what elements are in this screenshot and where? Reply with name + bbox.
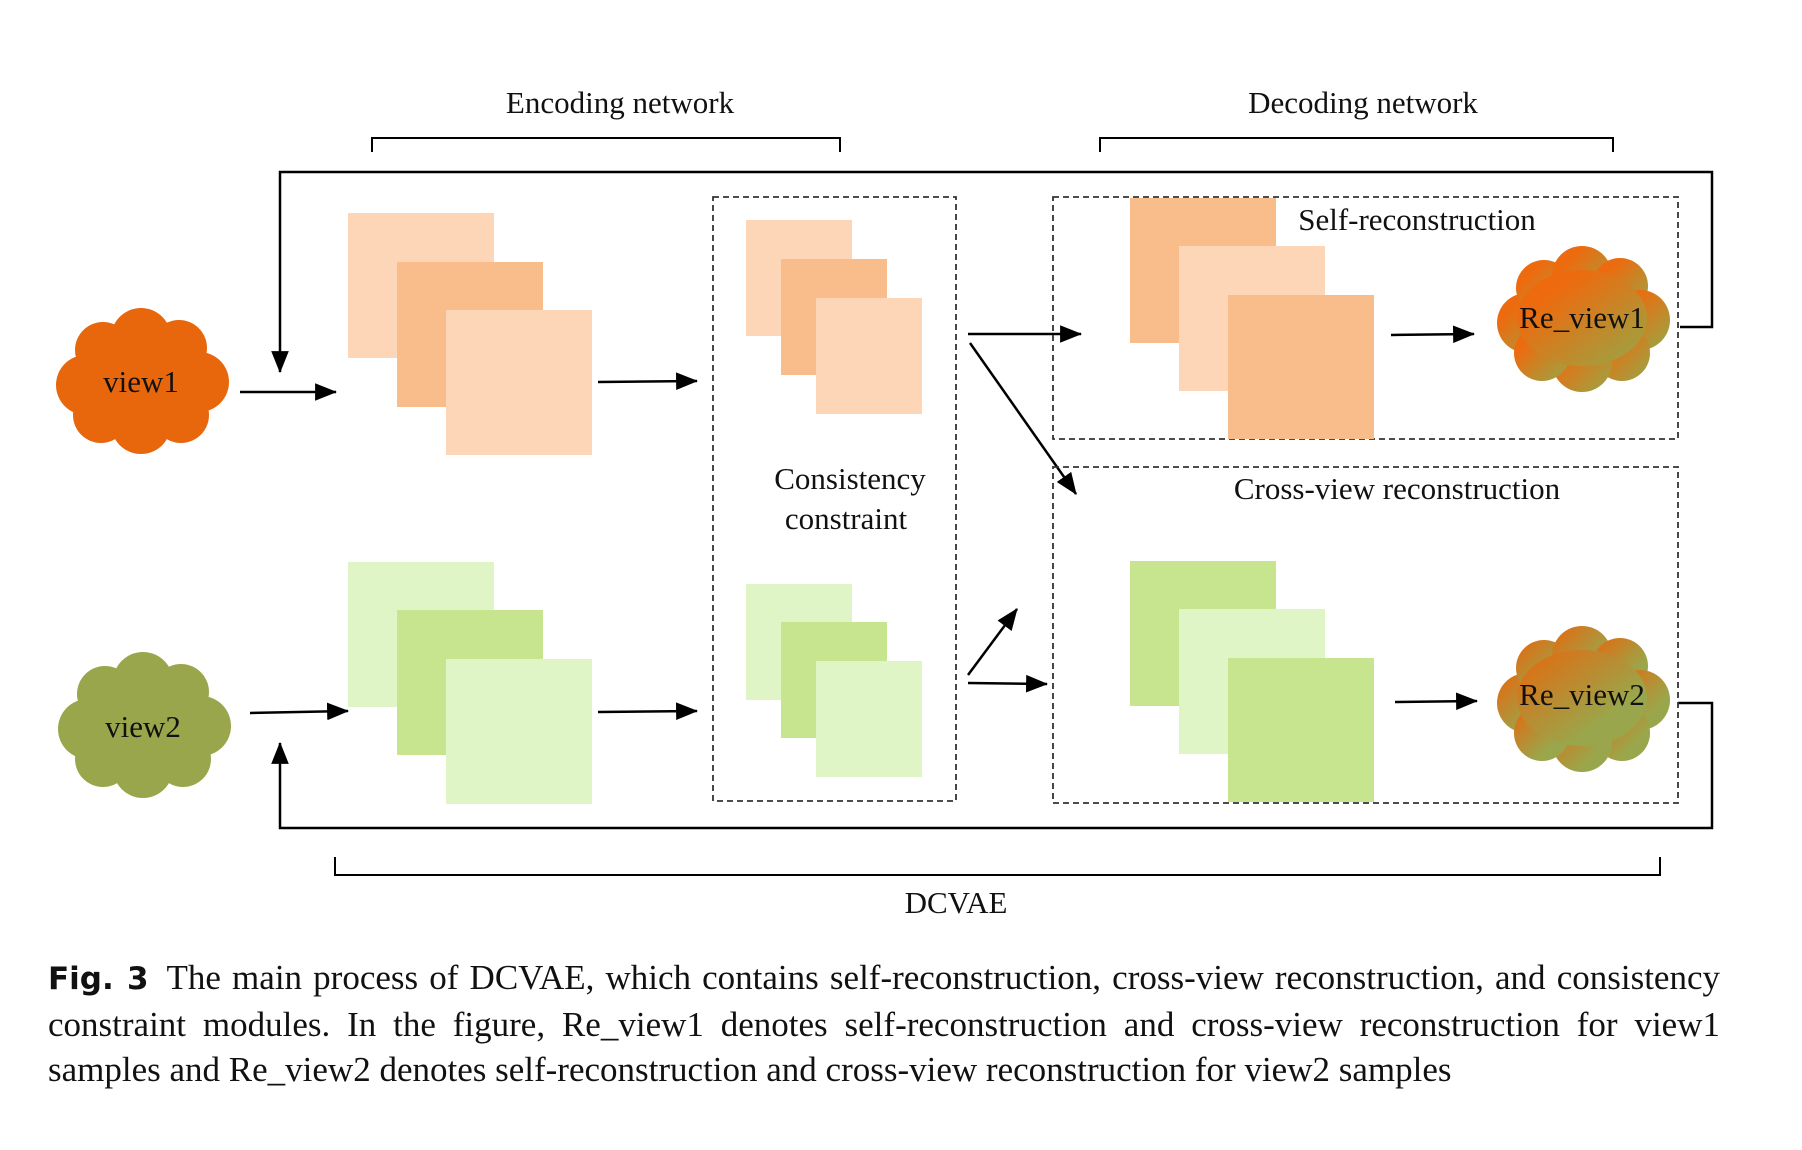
consistency-label-line1: Consistency [774, 461, 926, 496]
view1-label: view1 [103, 364, 179, 399]
cross-view-reconstruction-box [1052, 466, 1679, 804]
re-view1-label: Re_view1 [1519, 300, 1645, 335]
feedback-loop-bottom [271, 701, 1714, 830]
consistency-label-line2: constraint [785, 501, 908, 536]
latent-view1-stack [746, 220, 922, 414]
encoding-network-label: Encoding network [506, 85, 735, 120]
decoder-view1-feature-stack [1130, 198, 1374, 439]
arrow-decoder2-to-re-view2 [1394, 692, 1479, 711]
encoder-view1-feature-stack [348, 213, 592, 455]
decoding-network-label: Decoding network [1248, 85, 1478, 120]
self-reconstruction-box [1052, 196, 1679, 440]
re-view2-label: Re_view2 [1519, 677, 1645, 712]
consistency-constraint-box [712, 196, 957, 802]
decoder-view2-feature-stack [1130, 561, 1374, 802]
arrow-encoder1-to-latent [597, 372, 699, 391]
arrow-latent2-up [966, 608, 1019, 676]
feedback-loop-top [271, 170, 1714, 374]
latent-view2-stack [746, 584, 922, 777]
decoding-network-bracket [1099, 137, 1614, 152]
encoding-network-bracket [371, 137, 841, 152]
view2-label: view2 [105, 709, 181, 744]
encoder-view2-feature-stack [348, 562, 592, 804]
arrow-latent1-to-cross-recon [968, 342, 1078, 495]
arrow-decoder1-to-re-view1 [1390, 325, 1476, 344]
dcvae-label: DCVAE [905, 885, 1008, 920]
arrow-encoder2-to-latent [597, 702, 699, 721]
figure-caption-text: The main process of DCVAE, which contain… [48, 958, 1720, 1089]
dcvae-bracket [334, 857, 1661, 876]
self-reconstruction-label: Self-reconstruction [1298, 202, 1536, 237]
arrow-latent2-to-cross-recon [967, 674, 1049, 693]
arrow-view2-to-encoder [249, 702, 350, 721]
figure-caption-label: Fig. 3 [48, 961, 149, 997]
cross-view-reconstruction-label: Cross-view reconstruction [1234, 471, 1561, 506]
